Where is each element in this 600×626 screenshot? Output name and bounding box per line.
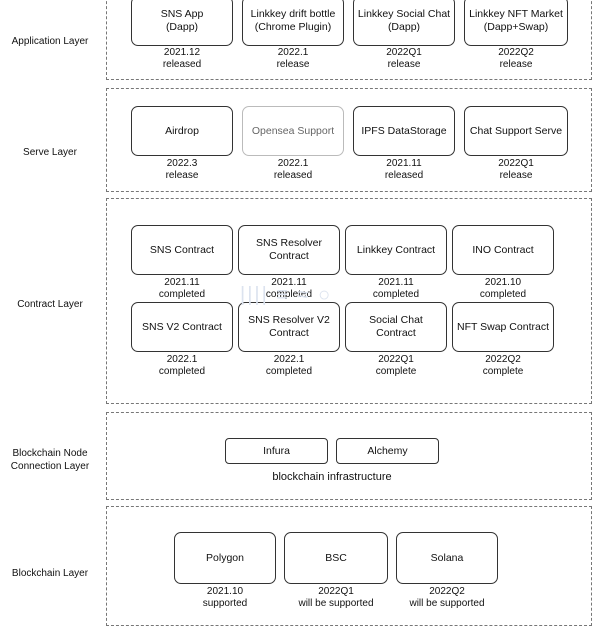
node-layer-section [106,412,592,500]
app-card-sns-app: SNS App (Dapp) [131,0,233,46]
node-card-infura: Infura [225,438,328,464]
app-card-nft-market: Linkkey NFT Market (Dapp+Swap) [464,0,568,46]
serve-card-airdrop: Airdrop [131,106,233,156]
app-card-social-chat: Linkkey Social Chat (Dapp) [353,0,455,46]
layer-label-contract: Contract Layer [17,299,83,310]
contract-layer-section [106,198,592,404]
chain-card-solana: Solana [396,532,498,584]
node-caption: blockchain infrastructure [272,471,392,483]
watermark-logo: |||| ≡ ≈ ○ [240,284,333,306]
serve-card-chat-support: Chat Support Serve [464,106,568,156]
contract-card-ino: INO Contract [452,225,554,275]
layer-label-application: Application Layer [11,36,89,47]
layer-label-serve: Serve Layer [23,147,77,158]
contract-card-nft-swap: NFT Swap Contract [452,302,554,352]
chain-card-polygon: Polygon [174,532,276,584]
layer-label-chain: Blockchain Layer [11,568,89,579]
serve-card-ipfs: IPFS DataStorage [353,106,455,156]
contract-card-linkkey: Linkkey Contract [345,225,447,275]
contract-card-sns-v2: SNS V2 Contract [131,302,233,352]
application-layer-section [106,0,592,80]
contract-card-social-chat: Social Chat Contract [345,302,447,352]
contract-card-sns-resolver: SNS Resolver Contract [238,225,340,275]
serve-layer-section [106,88,592,192]
chain-card-bsc: BSC [284,532,388,584]
layer-label-node: Blockchain Node Connection Layer [10,448,90,472]
contract-card-sns: SNS Contract [131,225,233,275]
serve-card-opensea: Opensea Support [242,106,344,156]
app-card-drift-bottle: Linkkey drift bottle (Chrome Plugin) [242,0,344,46]
node-card-alchemy: Alchemy [336,438,439,464]
contract-card-sns-resolver-v2: SNS Resolver V2 Contract [238,302,340,352]
